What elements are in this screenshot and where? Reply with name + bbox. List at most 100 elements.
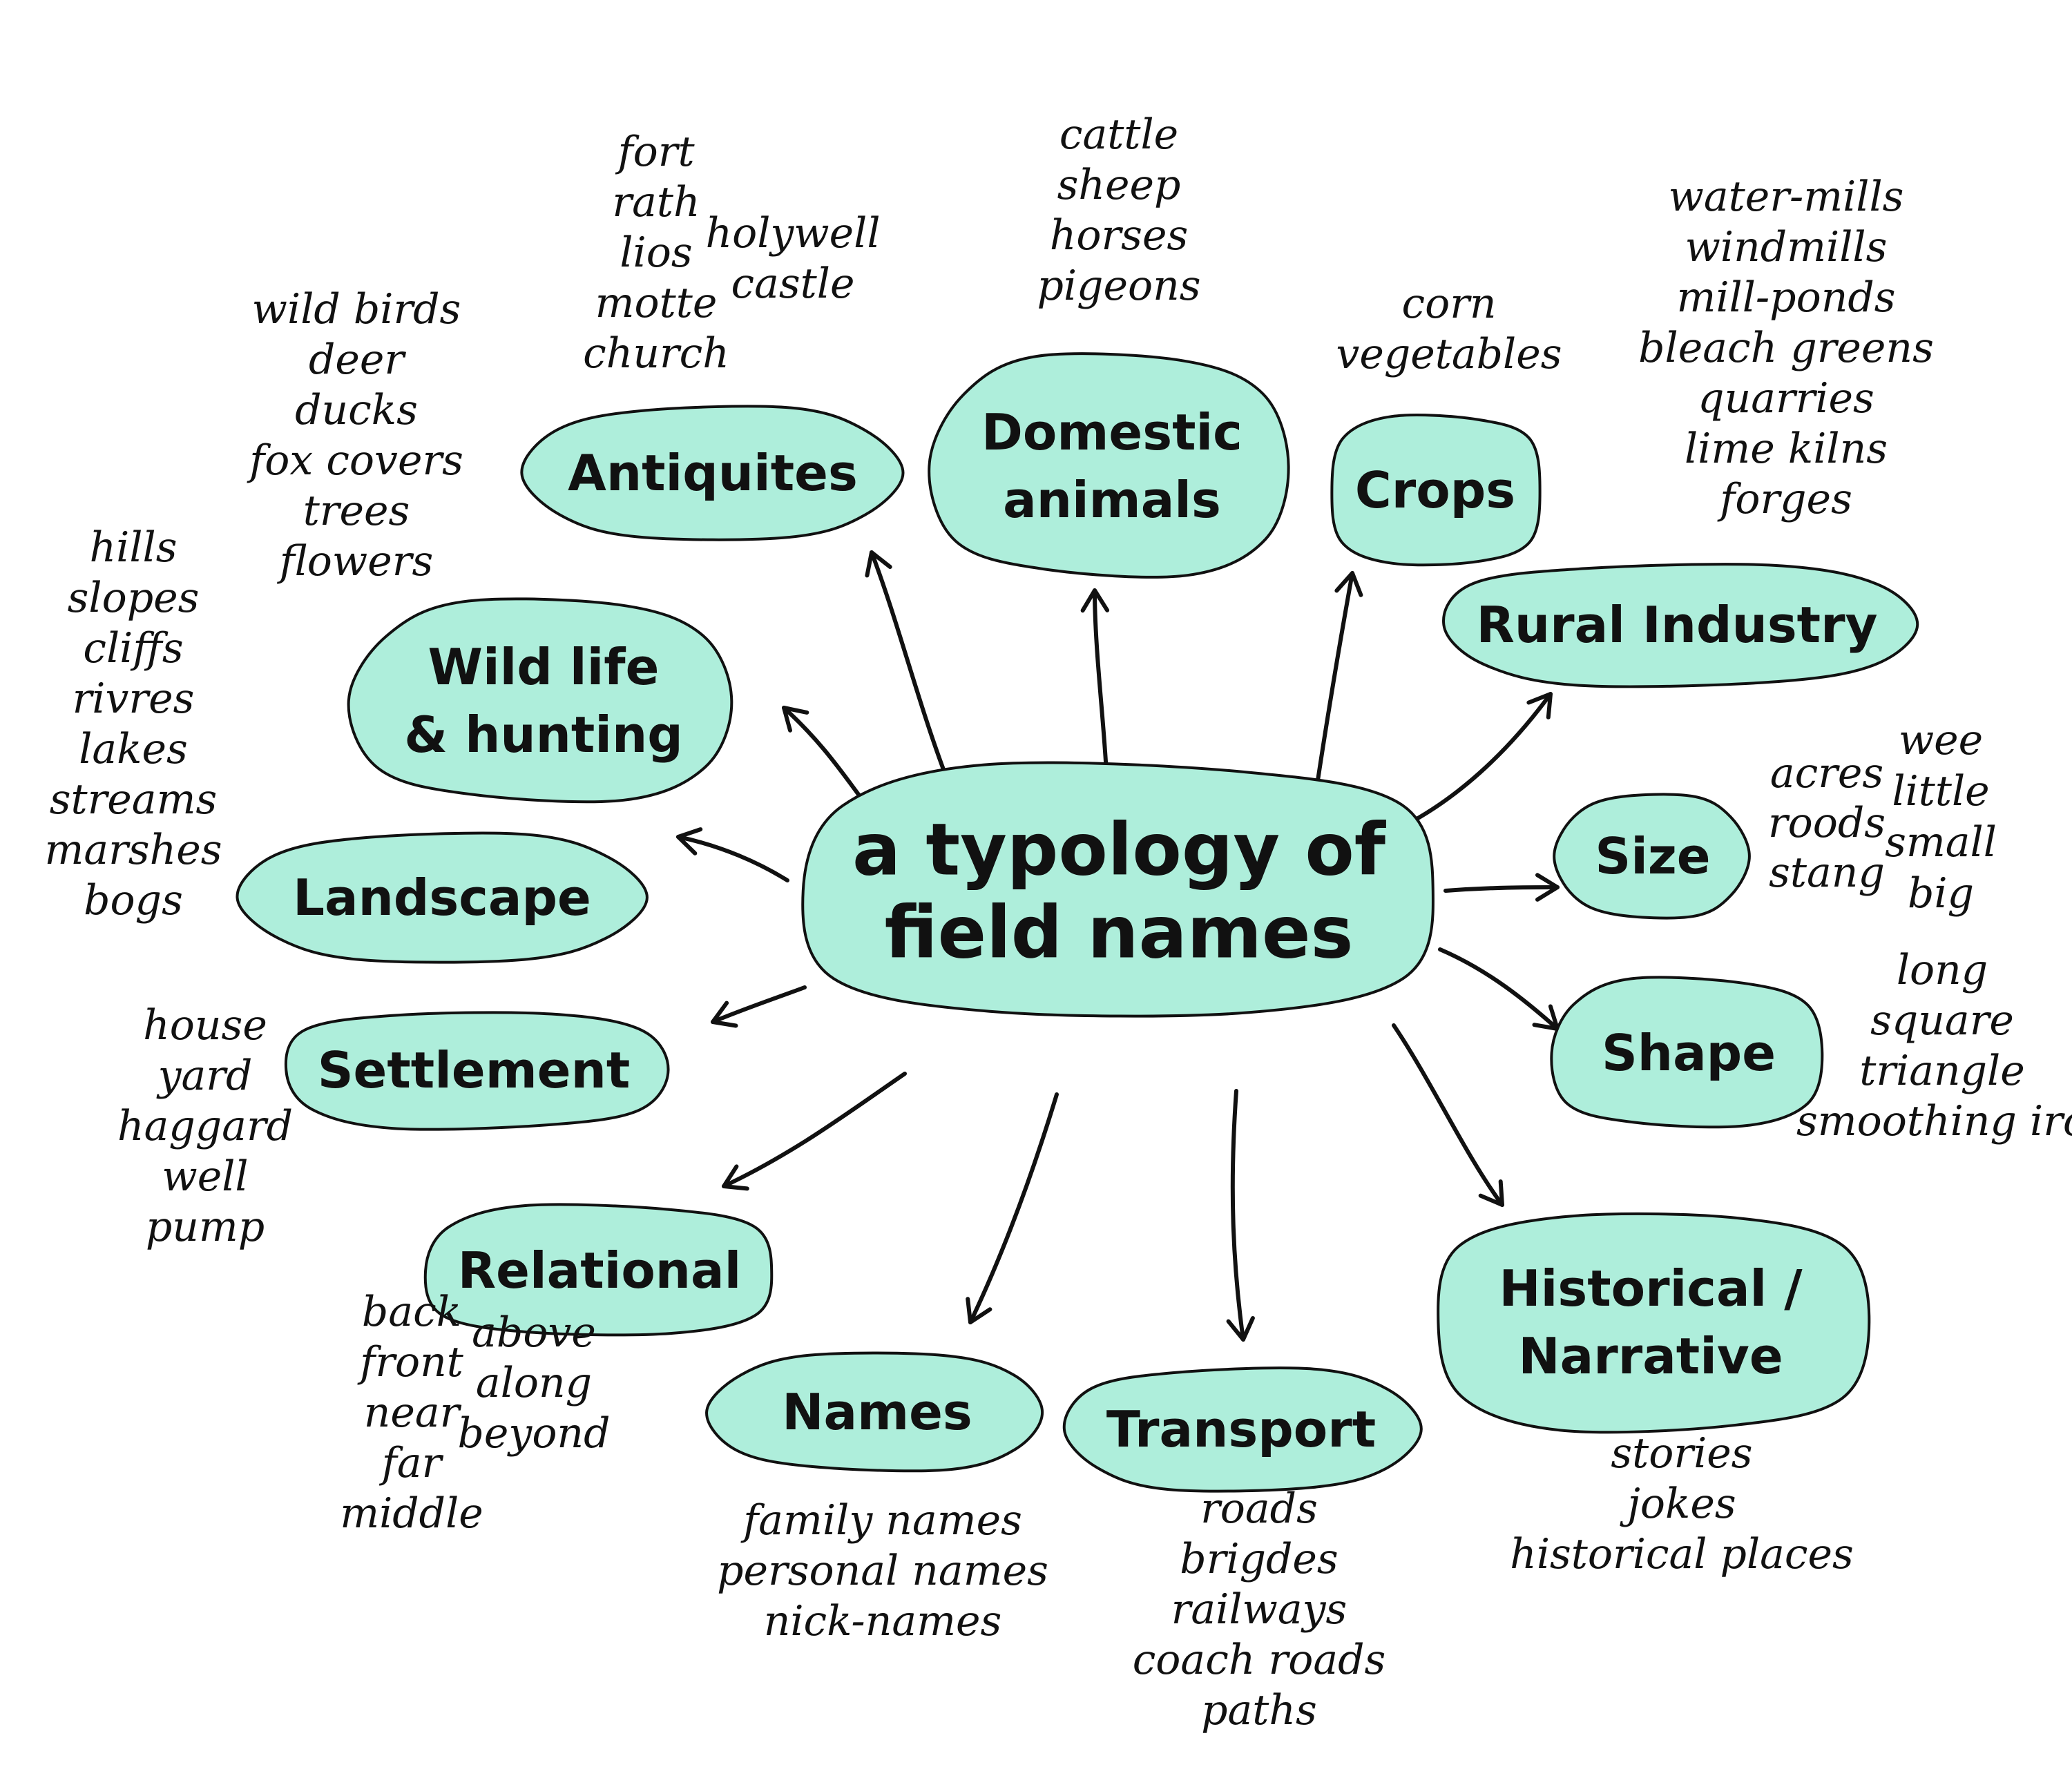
arrow-to-crops <box>1314 571 1354 796</box>
center-node-bubble <box>801 761 1435 1018</box>
node-wild-life-hunting-label: & hunting <box>404 706 683 764</box>
node-size-label: Size <box>1595 827 1710 885</box>
list-item: yard <box>156 1052 253 1100</box>
center-node-label: field names <box>885 890 1354 974</box>
node-crops-bubble <box>1330 414 1542 567</box>
arrow-to-domestic-animals <box>1093 588 1109 775</box>
node-domestic-animals-bubble <box>928 352 1290 579</box>
list-item: beyond <box>458 1409 611 1458</box>
node-wild-life-hunting-label: Wild life <box>428 638 660 696</box>
list-item: smoothing iro <box>1796 1097 2072 1146</box>
node-shape: Shape <box>1550 976 1824 1129</box>
arrow-to-crops-arrowhead <box>1334 571 1363 597</box>
list-item: middle <box>340 1489 483 1538</box>
list-item: small <box>1885 818 1997 867</box>
list-item: trees <box>303 487 410 535</box>
list-item: above <box>472 1308 596 1357</box>
arrow-to-wild-life-hunting <box>782 706 865 803</box>
node-relational: Relational <box>423 1203 774 1337</box>
list-item: flowers <box>277 537 433 586</box>
list-item: fort <box>615 128 695 176</box>
list-item: horses <box>1050 211 1189 260</box>
list-item: castle <box>731 260 855 308</box>
node-relational-label: Relational <box>458 1241 742 1299</box>
node-crops: Crops <box>1330 414 1542 567</box>
arrow-to-transport-arrowhead <box>1226 1316 1255 1342</box>
list-item: family names <box>740 1496 1022 1545</box>
list-item: brigdes <box>1180 1535 1338 1583</box>
list-item: personal names <box>717 1547 1048 1595</box>
list-item: rath <box>612 178 700 226</box>
list-item: windmills <box>1685 223 1888 271</box>
node-landscape-bubble <box>236 831 649 964</box>
node-shape-label: Shape <box>1602 1024 1776 1082</box>
list-item: cattle <box>1059 110 1178 159</box>
list-item: big <box>1908 869 1974 918</box>
list-item: little <box>1892 767 1989 815</box>
list-item: acres <box>1770 749 1883 798</box>
node-antiquites-label: Antiquites <box>568 444 858 502</box>
list-item: stories <box>1611 1429 1752 1478</box>
list-item: pigeons <box>1037 262 1200 310</box>
list-item: roads <box>1200 1485 1318 1533</box>
list-item: nick-names <box>764 1597 1002 1645</box>
list-item: quarries <box>1698 374 1874 423</box>
list-item: streams <box>50 775 218 824</box>
arrow-to-settlement <box>711 985 807 1024</box>
list-item: house <box>143 1001 267 1050</box>
list-item: well <box>162 1152 248 1201</box>
list-landscape-items: hillsslopescliffsrivreslakesstreamsmarsh… <box>44 523 222 925</box>
list-item: sheep <box>1057 161 1181 209</box>
node-transport-label: Transport <box>1106 1400 1376 1458</box>
arrow-to-antiquites <box>870 550 948 779</box>
list-item: wee <box>1899 716 1983 764</box>
arrow-to-landscape <box>676 835 789 882</box>
arrow-to-relational-arrowhead <box>722 1164 749 1191</box>
arrow-to-size <box>1443 885 1560 893</box>
list-item: pump <box>146 1203 265 1251</box>
list-item: vegetables <box>1336 330 1562 378</box>
list-item: water-mills <box>1669 173 1904 221</box>
arrow-to-rural-industry-arrowhead <box>1526 692 1553 719</box>
list-item: historical places <box>1510 1530 1854 1578</box>
list-item: lios <box>620 229 692 277</box>
list-item: cliffs <box>83 624 183 673</box>
node-size-bubble <box>1553 793 1751 920</box>
arrow-to-landscape-arrowhead <box>676 827 703 856</box>
arrow-to-names-arrowhead <box>966 1297 992 1324</box>
node-domestic-animals-label: Domestic <box>981 403 1243 461</box>
arrows-layer <box>676 550 1560 1342</box>
list-item: wild birds <box>252 285 461 334</box>
list-item: forges <box>1717 475 1852 523</box>
node-names-bubble <box>705 1351 1044 1473</box>
arrow-to-wild-life-hunting-arrowhead <box>782 706 809 733</box>
node-transport: Transport <box>1062 1366 1423 1493</box>
list-item: jokes <box>1620 1480 1736 1528</box>
list-item: deer <box>309 336 406 384</box>
list-item: corn <box>1401 280 1496 328</box>
list-item: stang <box>1769 849 1885 897</box>
list-item: rivres <box>73 675 195 723</box>
list-item: near <box>364 1389 462 1437</box>
list-item: triangle <box>1859 1047 2025 1095</box>
list-item: far <box>379 1439 444 1487</box>
list-item: bogs <box>84 876 183 925</box>
list-item: fox covers <box>247 436 463 485</box>
list-item: mill-ponds <box>1676 273 1895 322</box>
list-item: back <box>362 1288 461 1336</box>
list-item: railways <box>1171 1585 1347 1634</box>
node-historical-narrative-bubble <box>1437 1212 1871 1434</box>
arrow-to-size-arrowhead <box>1535 873 1560 902</box>
arrow-to-antiquites-arrowhead <box>865 550 892 578</box>
arrow-to-historical-narrative-arrowhead <box>1478 1179 1504 1207</box>
